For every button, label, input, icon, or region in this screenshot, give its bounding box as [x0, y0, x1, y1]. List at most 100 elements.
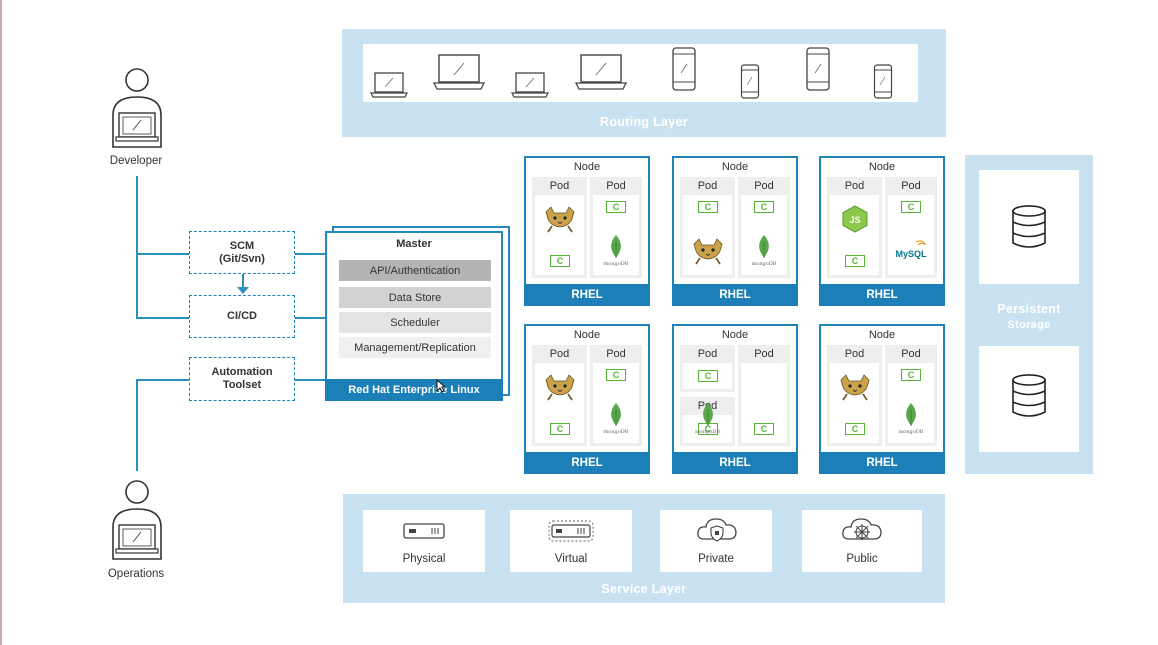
laptop-icon — [370, 72, 408, 98]
container-box[interactable]: C — [606, 201, 626, 213]
node-title: Node — [721, 329, 749, 341]
phone-icon — [806, 47, 830, 91]
master-title: Master — [396, 238, 432, 250]
ops-to-automation-line — [136, 379, 190, 381]
storage-volume-1[interactable] — [979, 170, 1079, 284]
pod-body: C — [830, 363, 879, 443]
service-public-card[interactable]: Public — [802, 510, 922, 572]
storage-volume-2[interactable] — [979, 346, 1079, 452]
scm-label-line1: SCM — [229, 239, 255, 252]
container-box[interactable]: C — [845, 423, 865, 435]
container-box[interactable]: C — [550, 255, 570, 267]
pod-body: C — [683, 363, 732, 389]
container-box[interactable]: C — [698, 423, 718, 435]
mongodb-wordmark: mongoDB — [603, 429, 629, 435]
container-box[interactable]: C — [606, 369, 626, 381]
operations-label: Operations — [107, 568, 165, 580]
node-title: Node — [868, 329, 896, 341]
database-icon — [1012, 205, 1046, 248]
node-box[interactable]: NodeRHELPodCPodCPodCmongoDB — [672, 324, 798, 474]
server-icon — [403, 523, 445, 539]
scm-to-cicd-arrowhead — [237, 287, 249, 294]
nodejs-icon: JS — [842, 205, 868, 233]
pod-title: Pod — [754, 180, 774, 192]
phone-icon — [873, 64, 893, 99]
cicd-label: CI/CD — [227, 310, 257, 322]
service-physical-label: Physical — [402, 553, 446, 565]
master-row-scheduler: Scheduler — [339, 312, 491, 333]
container-box[interactable]: C — [754, 201, 774, 213]
automation-label-line1: Automation — [211, 366, 273, 378]
developer-icon — [112, 68, 162, 148]
tomcat-icon — [691, 237, 725, 265]
pod-body: C JS — [830, 195, 879, 275]
rhel-label: RHEL — [672, 284, 798, 306]
pod-title: Pod — [901, 180, 921, 192]
service-private-card[interactable]: Private — [660, 510, 772, 572]
mysql-wordmark: MySQL — [895, 249, 927, 259]
automation-to-master-line — [295, 379, 326, 381]
mongodb-wordmark: mongoDB — [695, 429, 720, 435]
container-box[interactable]: C — [754, 423, 774, 435]
scm-to-master-line — [295, 253, 326, 255]
dev-to-cicd-line — [136, 317, 190, 319]
persistent-storage-title-line2: Storage — [1007, 319, 1051, 331]
pod-body: C MySQL — [888, 195, 934, 275]
container-box[interactable]: C — [901, 369, 921, 381]
mongodb-icon — [757, 235, 771, 259]
pod-title: Pod — [549, 180, 570, 192]
mongodb-wordmark: mongoDB — [751, 261, 777, 267]
rhel-label: RHEL — [524, 452, 650, 474]
master-row-management: Management/Replication — [339, 337, 491, 358]
laptop-icon — [575, 54, 627, 90]
persistent-storage-title-line1: Persistent — [997, 302, 1061, 316]
container-box[interactable]: C — [698, 370, 718, 382]
service-physical-card[interactable]: Physical — [363, 510, 485, 572]
mongodb-icon — [701, 403, 715, 427]
scm-label-line2: (Git/Svn) — [219, 252, 265, 265]
scm-box[interactable]: SCM (Git/Svn) — [189, 231, 295, 274]
rhel-label: RHEL — [524, 284, 650, 306]
mongodb-wordmark: mongoDB — [603, 261, 629, 267]
mongodb-wordmark: mongoDB — [898, 429, 924, 435]
service-virtual-label: Virtual — [554, 553, 588, 565]
automation-toolset-box[interactable]: Automation Toolset — [189, 357, 295, 401]
tomcat-icon — [543, 373, 577, 401]
laptop-icon — [511, 72, 549, 98]
container-box[interactable]: C — [845, 255, 865, 267]
rhel-label: RHEL — [819, 452, 945, 474]
master-box[interactable]: Master API/Authentication Data Store Sch… — [325, 231, 503, 401]
container-box[interactable]: C — [901, 201, 921, 213]
virtual-server-icon — [548, 520, 594, 542]
node-title: Node — [868, 161, 896, 173]
cicd-box[interactable]: CI/CD — [189, 295, 295, 338]
container-box[interactable]: C — [550, 423, 570, 435]
routing-layer-title: Routing Layer — [600, 115, 688, 129]
developer-label: Developer — [109, 155, 163, 167]
master-row-datastore: Data Store — [339, 287, 491, 308]
service-virtual-card[interactable]: Virtual — [510, 510, 632, 572]
svg-text:JS: JS — [849, 215, 860, 225]
rhel-label: RHEL — [672, 452, 798, 474]
container-box[interactable]: C — [698, 201, 718, 213]
node-title: Node — [573, 161, 601, 173]
